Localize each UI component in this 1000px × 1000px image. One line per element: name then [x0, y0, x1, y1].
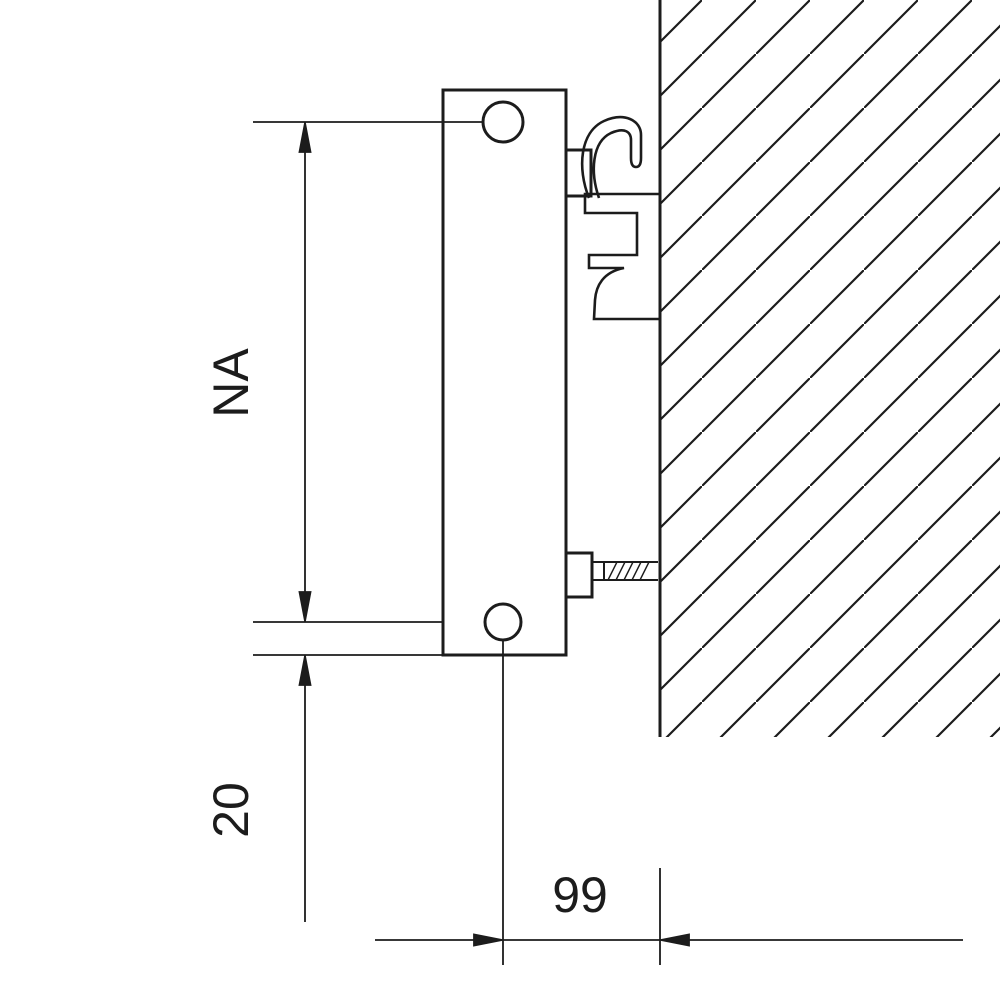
- wall-section: [658, 0, 1000, 737]
- arrow-na-bottom: [298, 591, 312, 622]
- bracket-lug: [566, 148, 593, 198]
- lower-fixing: [566, 551, 658, 599]
- bracket-clip-outer: [580, 115, 643, 199]
- bottom-connection-hub: [483, 602, 523, 642]
- dimension-label-20: 20: [203, 782, 259, 838]
- dimension-lines: [253, 121, 963, 965]
- arrow-99-right: [660, 933, 690, 947]
- arrow-na-top: [298, 122, 312, 153]
- radiator-body: [441, 88, 568, 657]
- arrow-99-left: [473, 933, 503, 947]
- wall-hatching: [661, 0, 1000, 737]
- top-connection-hub: [481, 100, 525, 144]
- bracket-clip-inner: [592, 129, 633, 199]
- dimension-label-99: 99: [552, 867, 608, 923]
- radiator: [441, 88, 568, 657]
- bracket-console-profile: [583, 192, 660, 321]
- rod-thread-marks: [607, 561, 650, 581]
- top-mounting-bracket: [566, 115, 660, 321]
- lower-lug: [566, 551, 594, 599]
- bracket-clip-end-curl: [629, 157, 643, 169]
- arrow-20: [298, 655, 312, 686]
- dimension-label-na: NA: [203, 348, 259, 418]
